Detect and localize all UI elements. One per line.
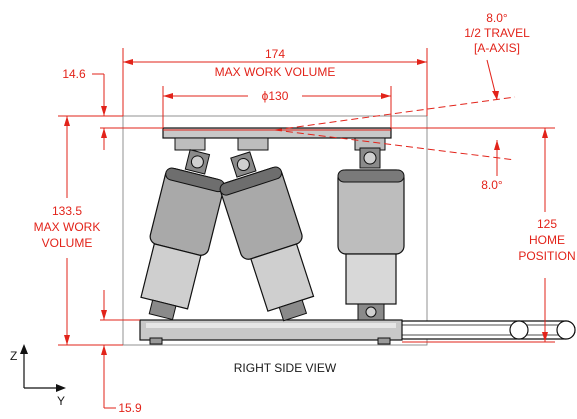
- base-plate: [139, 319, 403, 345]
- travel-angle-top: 8.0°: [486, 11, 508, 25]
- axis-triad-icon: Z Y: [10, 344, 66, 408]
- travel-label-1: 1/2 TRAVEL: [464, 26, 530, 40]
- dim-bottom-offset: 15.9: [101, 345, 142, 415]
- axis-y-label: Y: [57, 394, 65, 408]
- bottom-offset-value: 15.9: [118, 401, 142, 415]
- height-value: 133.5: [52, 204, 82, 218]
- top-platform: [162, 127, 392, 151]
- axis-z-label: Z: [10, 349, 17, 363]
- dim-home: 125 HOME POSITION: [402, 127, 576, 343]
- actuator-left: [140, 149, 225, 321]
- actuator-right: [337, 147, 405, 321]
- travel-angle-bottom: 8.0°: [481, 178, 503, 192]
- home-value: 125: [537, 217, 557, 231]
- hexapod-illustration: [139, 127, 576, 345]
- width-value: 174: [265, 47, 285, 61]
- home-label-1: HOME: [529, 233, 565, 247]
- top-offset-value: 14.6: [62, 67, 86, 81]
- base-rail: [394, 320, 576, 340]
- height-label-2: VOLUME: [42, 236, 93, 250]
- work-volume-box: [122, 115, 428, 346]
- dim-height: 133.5 MAX WORK VOLUME: [34, 115, 123, 346]
- dim-base-extensions: [100, 290, 140, 321]
- width-label: MAX WORK VOLUME: [215, 65, 336, 79]
- diameter-value: ϕ130: [262, 89, 289, 103]
- height-label-1: MAX WORK: [34, 220, 101, 234]
- dim-top-offset: 14.6: [62, 67, 163, 150]
- dim-diameter: ϕ130: [162, 86, 392, 128]
- view-title: RIGHT SIDE VIEW: [234, 361, 337, 375]
- actuator-middle: [219, 151, 315, 322]
- dim-width: 174 MAX WORK VOLUME: [122, 47, 428, 116]
- dim-travel-angle: 8.0° 1/2 TRAVEL [A-AXIS] 8.0°: [274, 11, 530, 192]
- home-label-2: POSITION: [518, 249, 575, 263]
- travel-label-2: [A-AXIS]: [474, 41, 520, 55]
